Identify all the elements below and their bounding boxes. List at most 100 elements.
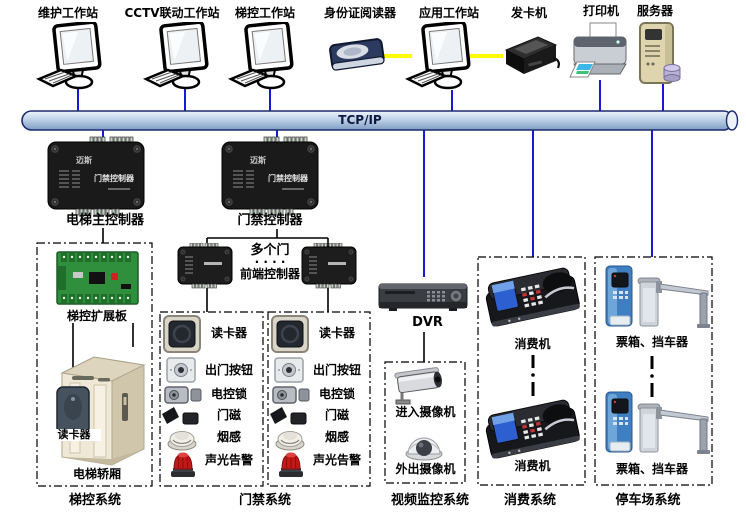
door-magnet-icon bbox=[161, 406, 199, 426]
maintenance-ws-label: 维护工作站 bbox=[37, 6, 98, 20]
door-system-label: 门禁系统 bbox=[238, 493, 291, 508]
door-item-label: 烟感 bbox=[324, 430, 349, 444]
door-controller-icon: 迈斯 门禁控制器 bbox=[221, 136, 319, 216]
frontend-controller-icon bbox=[301, 243, 357, 289]
multi-door-label: 多个门 bbox=[250, 243, 290, 258]
black-branch-lines bbox=[72, 228, 425, 390]
exit-button-icon bbox=[274, 357, 304, 383]
door-item-label: 声光告警 bbox=[312, 453, 361, 467]
application-ws-label: 应用工作站 bbox=[418, 6, 479, 20]
blue-connection-lines bbox=[77, 80, 664, 277]
elevator-main-controller-icon: 迈斯 门禁控制器 bbox=[46, 135, 146, 217]
video-system-boundary bbox=[384, 361, 466, 484]
card-issuer-icon bbox=[498, 32, 562, 80]
chain-connectors bbox=[531, 355, 654, 397]
parking-unit-label-1: 票箱、挡车器 bbox=[615, 335, 688, 349]
tcpip-bus-label: TCP/IP bbox=[338, 113, 382, 127]
pos-terminal-1 bbox=[482, 262, 584, 336]
door-controller-icon: 迈斯 门禁控制器 bbox=[220, 135, 320, 217]
server-label: 服务器 bbox=[636, 4, 673, 18]
door-item-label: 门磁 bbox=[324, 408, 349, 422]
exit-camera-icon bbox=[404, 424, 444, 462]
dvr-icon bbox=[377, 276, 469, 314]
smoke-detector-icon bbox=[275, 427, 305, 451]
elevator-car-label: 电梯轿厢 bbox=[72, 467, 121, 481]
smoke-detector-icon bbox=[167, 427, 197, 451]
consume-system-label: 消费系统 bbox=[503, 493, 556, 508]
exit-camera-label: 外出摄像机 bbox=[395, 462, 456, 476]
entry-camera-label: 进入摄像机 bbox=[395, 405, 456, 419]
parking-unit-label-2: 票箱、挡车器 bbox=[615, 462, 688, 476]
elevator-card-reader-label: 读卡器 bbox=[47, 428, 101, 442]
frontend-controller-icon-b bbox=[300, 243, 358, 289]
door-controller-label: 门禁控制器 bbox=[237, 213, 303, 228]
workstation-monitor-icon bbox=[228, 22, 294, 90]
parking-system-label: 停车场系统 bbox=[615, 493, 681, 508]
door-item-label: 读卡器 bbox=[318, 326, 355, 340]
door-zone-column-a: 读卡器 出门按钮 电控锁 门磁 烟感 bbox=[160, 312, 263, 486]
frontend-controller-label: 前端控制器 bbox=[239, 267, 300, 281]
elevator-car-icon bbox=[54, 343, 148, 469]
pos-terminal-icon bbox=[485, 399, 580, 459]
card-reader-icon bbox=[163, 315, 201, 353]
maintenance-ws-icon bbox=[36, 22, 108, 94]
door-system-boundary-a bbox=[159, 311, 264, 487]
dvr-label: DVR bbox=[412, 315, 443, 330]
application-ws-icon bbox=[405, 22, 477, 94]
pos-terminal-2 bbox=[482, 394, 584, 468]
tcpip-bus bbox=[21, 110, 739, 131]
printer-icon bbox=[568, 20, 630, 84]
card-issuer-label: 发卡机 bbox=[510, 6, 547, 20]
door-item-label: 声光告警 bbox=[204, 453, 253, 467]
controller-brand-text: 迈斯 bbox=[250, 155, 266, 165]
door-item-label: 烟感 bbox=[216, 430, 241, 444]
pos-terminal-icon bbox=[485, 267, 580, 327]
parking-unit-2 bbox=[600, 390, 712, 458]
workstation-monitor-icon bbox=[143, 22, 209, 90]
sound-light-alarm-icon bbox=[169, 449, 197, 478]
pos-label-2: 消费机 bbox=[514, 459, 551, 473]
frontend-controller-icon-a bbox=[176, 243, 234, 289]
controller-brand-text: 迈斯 bbox=[76, 155, 92, 165]
elevator-ws-label: 梯控工作站 bbox=[234, 6, 295, 20]
door-item-label: 电控锁 bbox=[210, 387, 247, 401]
elevator-system-label: 梯控系统 bbox=[68, 493, 121, 508]
exit-button-icon bbox=[166, 357, 196, 383]
printer-label: 打印机 bbox=[582, 4, 619, 18]
pos-label-1: 消费机 bbox=[514, 337, 551, 351]
door-magnet-icon bbox=[269, 406, 307, 426]
expansion-board-icon bbox=[55, 248, 140, 308]
elevator-ws-icon bbox=[228, 22, 300, 94]
parking-system-boundary bbox=[594, 256, 713, 486]
id-card-reader-label: 身份证阅读器 bbox=[323, 6, 396, 20]
door-item-label: 出门按钮 bbox=[312, 363, 361, 377]
cctv-ws-icon bbox=[143, 22, 215, 94]
door-system-boundary-b bbox=[267, 311, 371, 487]
ticketbox-barrier-icon bbox=[605, 391, 710, 454]
frontend-controller-icon bbox=[177, 243, 233, 289]
door-item-label: 电控锁 bbox=[318, 387, 355, 401]
controller-face-text: 门禁控制器 bbox=[94, 173, 135, 183]
card-reader-icon bbox=[271, 315, 309, 353]
expansion-board-label: 梯控扩展板 bbox=[66, 309, 127, 323]
video-system-label: 视频监控系统 bbox=[390, 493, 469, 508]
door-item-label: 出门按钮 bbox=[204, 363, 253, 377]
server-icon bbox=[636, 20, 684, 88]
elevator-main-controller-label: 电梯主控制器 bbox=[65, 213, 144, 228]
entry-camera-icon bbox=[388, 366, 450, 408]
ticketbox-barrier-icon bbox=[605, 265, 710, 328]
door-item-label: 门磁 bbox=[216, 408, 241, 422]
id-card-reader-icon bbox=[326, 32, 388, 78]
workstation-monitor-icon bbox=[405, 22, 471, 90]
workstation-monitor-icon bbox=[36, 22, 102, 90]
door-zone-column-b: 读卡器 出门按钮 电控锁 门磁 烟感 bbox=[268, 312, 370, 486]
electric-lock-icon bbox=[164, 385, 202, 405]
consume-system-boundary bbox=[477, 256, 586, 486]
door-controller-icon: 迈斯 门禁控制器 bbox=[47, 136, 145, 216]
electric-lock-icon bbox=[272, 385, 310, 405]
elevator-system-boundary bbox=[36, 242, 153, 487]
cctv-ws-label: CCTV联动工作站 bbox=[124, 6, 220, 20]
sound-light-alarm-icon bbox=[277, 449, 305, 478]
